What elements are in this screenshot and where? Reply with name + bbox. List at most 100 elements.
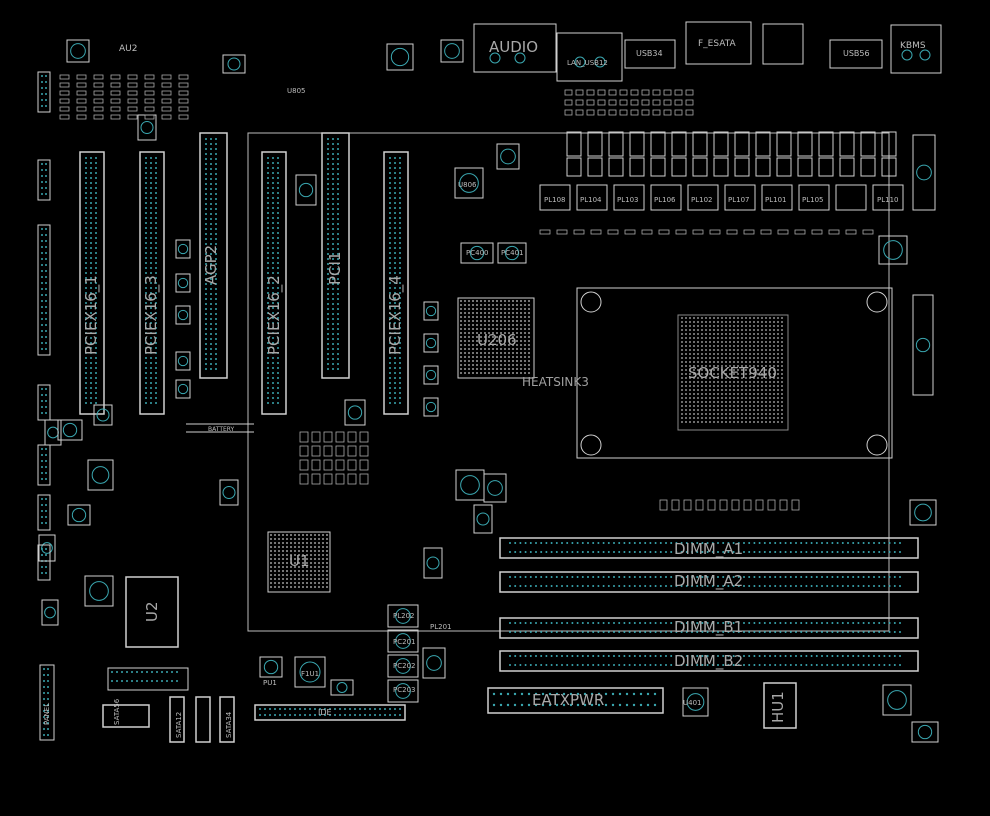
pl106-label: PL106 (654, 196, 676, 204)
dimm-b1-slot-pins (509, 622, 901, 633)
cpu-socket-outline (576, 287, 893, 459)
component-47 (219, 479, 239, 506)
component-46 (93, 404, 113, 426)
smd-io-2-8 (652, 109, 661, 116)
component-11 (387, 654, 419, 678)
component-pad-11 (395, 658, 411, 674)
smd-grid-2-2 (323, 459, 333, 471)
component-28 (38, 534, 56, 562)
vrm-mosfet-top-9 (755, 131, 771, 157)
header-bank-bottom-left (107, 667, 189, 691)
usb34-label: USB34 (636, 49, 663, 58)
smd-resistor-2-5 (144, 90, 155, 96)
smd-resistor-0-5 (144, 74, 155, 80)
vrm-mosfet-top-0 (566, 131, 582, 157)
smd-resistor-5-6 (161, 114, 172, 120)
vrm-choke-8 (835, 184, 867, 211)
vrm-mosfet-bot-2 (608, 157, 624, 177)
vrm-choke-7 (798, 184, 830, 211)
sata56-label: SATA56 (113, 698, 121, 725)
component-44 (344, 399, 366, 426)
vrm-choke-1 (576, 184, 608, 211)
pci1-slot (321, 132, 350, 379)
component-pad-20 (460, 475, 480, 495)
smd-resistor-3-3 (110, 98, 121, 104)
left-header-3 (37, 384, 51, 421)
cpu-socket-core-outline (677, 314, 789, 431)
smd-resistor-3-4 (127, 98, 138, 104)
vrm-mosfet-bot-7 (713, 157, 729, 177)
smd-io-0-2 (586, 89, 595, 96)
cpu-socket-label: SOCKET940 (688, 364, 777, 382)
component-7 (460, 242, 494, 264)
pciex16-1-slot (79, 151, 105, 415)
f1u1-label: F1U1 (301, 670, 320, 678)
left-header-5 (37, 494, 51, 531)
socket-mount-hole-3 (866, 434, 888, 456)
vrm-choke-6 (761, 184, 793, 211)
left-header-pins-5 (41, 498, 47, 524)
component-23 (682, 687, 709, 717)
smd-io-0-5 (619, 89, 628, 96)
component-13 (422, 647, 446, 679)
dimm-a2-slot (499, 571, 919, 593)
agp-slot-pins (205, 138, 217, 370)
smd-grid-1-2 (323, 445, 333, 457)
smd-io-1-8 (652, 99, 661, 106)
small-components (37, 39, 939, 743)
panel-label: PANEL (43, 702, 51, 725)
dimm-b1-label: DIMM_B1 (674, 618, 744, 636)
pl110-label: PL110 (877, 196, 899, 204)
vrm-choke-4 (687, 184, 719, 211)
smd-resistor-4-5 (144, 106, 155, 112)
vrm-mosfet-top-11 (797, 131, 813, 157)
smd-resistor-2-7 (178, 90, 189, 96)
pl102-label: PL102 (691, 196, 713, 204)
sata-connector-2 (195, 696, 211, 743)
usb34-block (624, 39, 676, 69)
dimm-a1-slot (499, 537, 919, 559)
left-header-7 (39, 664, 55, 741)
pciex16-2-label: PCIEX16_2 (265, 275, 283, 355)
smd-grid-2-3 (335, 459, 345, 471)
pc203-label: PC203 (393, 686, 416, 694)
smd-row-b-7 (743, 499, 752, 511)
component-29 (44, 419, 62, 446)
socket-mount-hole-0 (580, 291, 602, 313)
component-2 (440, 39, 464, 63)
smd-grid-3-1 (311, 473, 321, 485)
smd-resistor-3-7 (178, 98, 189, 104)
smd-io-1-0 (564, 99, 573, 106)
smd-resistor-5-7 (178, 114, 189, 120)
eatxpwr-connector (487, 687, 664, 714)
vrm-mosfet-top-15 (881, 131, 897, 157)
smd-row-a-13 (760, 229, 772, 235)
component-pad-47 (222, 486, 236, 499)
pciex16-4-slot-pins (389, 157, 401, 404)
component-41 (175, 351, 191, 371)
component-30 (878, 235, 908, 265)
smd-io-0-7 (641, 89, 650, 96)
pc400-label: PC400 (466, 249, 489, 257)
component-pad-29 (47, 426, 59, 439)
component-pad-41 (177, 355, 189, 367)
smd-row-b-11 (791, 499, 800, 511)
pc401-label: PC401 (501, 249, 524, 257)
lan-usb-label: LAN_USB12 (567, 59, 608, 67)
socket-mount-hole-2 (580, 434, 602, 456)
dimm-a1-slot-pins (509, 542, 901, 553)
component-pad-27 (71, 507, 87, 523)
vrm-mosfet-top-4 (650, 131, 666, 157)
audio-jack-block (473, 23, 557, 73)
smd-row-a-11 (726, 229, 738, 235)
component-pad-4 (227, 57, 241, 71)
vrm-mosfet-bot-12 (818, 157, 834, 177)
smd-row-a-15 (794, 229, 806, 235)
smd-resistor-3-0 (59, 98, 70, 104)
vrm-mosfet-bot-11 (797, 157, 813, 177)
left-header-pins-7 (43, 668, 49, 736)
agp-label: AGP2 (202, 244, 220, 285)
component-33 (473, 504, 493, 534)
smd-io-2-9 (663, 109, 672, 116)
eatxpwr-pins (492, 692, 657, 707)
